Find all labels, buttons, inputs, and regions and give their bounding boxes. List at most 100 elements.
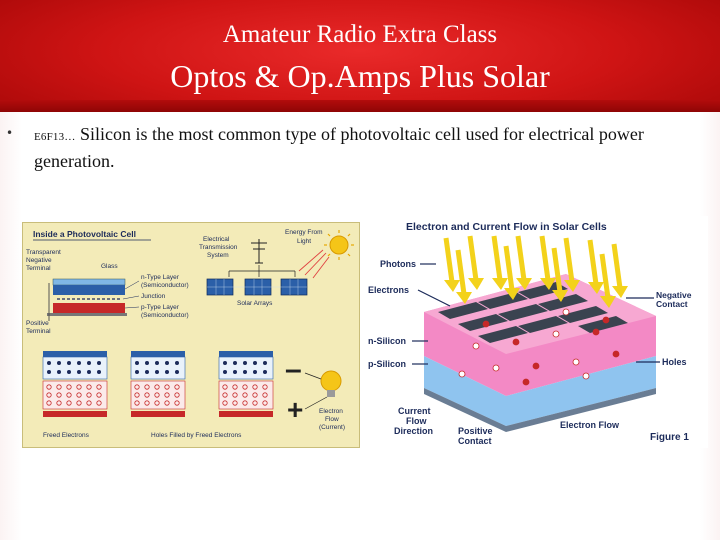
hole-dot (252, 392, 258, 398)
cell-diagram-3 (218, 351, 274, 417)
label-p-layer-1: p-Type Layer (141, 304, 180, 311)
photon-arrow-shaft (467, 235, 479, 281)
hole-dot (56, 392, 62, 398)
hole-dot (164, 392, 170, 398)
hole-dot (46, 392, 52, 398)
electron-dot (97, 370, 101, 374)
photovoltaic-cell-svg: Inside a Photovoltaic Cell Transparent N… (26, 229, 354, 439)
photon-arrows (443, 235, 628, 308)
label-negative-contact-2: Contact (656, 299, 688, 309)
electron-dot (155, 361, 159, 365)
transmission-tower-icon (251, 239, 267, 264)
label-junction: Junction (141, 293, 166, 300)
label-n-layer-1: n-Type Layer (141, 274, 180, 281)
label-energy-1: Energy From (285, 229, 323, 236)
label-current-flow-2: Flow (406, 416, 427, 426)
hole-dot (222, 400, 228, 406)
hole-dot (144, 384, 150, 390)
label-electron-flow-3: (Current) (319, 424, 345, 431)
hole-dot (76, 400, 82, 406)
electron-dot (263, 370, 267, 374)
carrier-dot (532, 362, 540, 370)
carrier-dot (512, 338, 520, 346)
label-holes-filled: Holes Filled by Freed Electrons (151, 432, 242, 439)
hole-dot (144, 392, 150, 398)
hole-dot (154, 384, 160, 390)
hole-dot (232, 400, 238, 406)
hole-dot (56, 400, 62, 406)
electron-dot (223, 370, 227, 374)
label-electron-flow: Electron Flow (560, 420, 620, 430)
electron-dot (145, 370, 149, 374)
photon-arrow-head (540, 278, 556, 290)
photovoltaic-cell-figure: Inside a Photovoltaic Cell Transparent N… (22, 222, 360, 448)
electron-dot (155, 370, 159, 374)
electron-dot (135, 361, 139, 365)
electron-dot (87, 370, 91, 374)
carrier-dot (482, 320, 490, 328)
label-n-silicon: n-Silicon (368, 336, 406, 346)
hole-dot (76, 384, 82, 390)
hole-dot (66, 400, 72, 406)
electron-dot (135, 370, 139, 374)
electron-dot (243, 370, 247, 374)
photon-arrow-head (612, 286, 628, 298)
hole-dot (262, 400, 268, 406)
photon-arrow-head (492, 278, 508, 290)
photon-arrow-shaft (455, 249, 467, 295)
slide-header: Amateur Radio Extra Class Optos & Op.Amp… (0, 0, 720, 112)
photon-arrow-shaft (515, 235, 527, 281)
hole-dot (174, 400, 180, 406)
carrier-dot (522, 378, 530, 386)
cell-diagram-1 (42, 351, 108, 417)
label-positive-1: Positive (26, 320, 49, 327)
carrier-dot (612, 350, 620, 358)
photon-arrow-head (516, 278, 532, 290)
label-negative-contact-1: Negative (656, 290, 692, 300)
photon-arrow-shaft (587, 239, 599, 285)
hole-dot (96, 384, 102, 390)
label-current-flow-1: Current (398, 406, 431, 416)
electron-dot (67, 361, 71, 365)
electron-dot (47, 370, 51, 374)
label-glass: Glass (101, 263, 118, 270)
label-positive-contact-2: Contact (458, 436, 492, 446)
label-transmission-3: System (207, 252, 229, 259)
header-bottom-band (0, 100, 720, 112)
electron-dot (87, 361, 91, 365)
hole-dot (46, 400, 52, 406)
label-solar-arrays: Solar Arrays (237, 300, 273, 307)
hole-dot (262, 384, 268, 390)
carrier-dot (492, 364, 500, 372)
hole-dot (222, 384, 228, 390)
hole-dot (242, 392, 248, 398)
label-electrons: Electrons (368, 285, 409, 295)
figure-right-title: Electron and Current Flow in Solar Cells (406, 221, 607, 233)
question-answer: Silicon is the most common type of photo… (34, 124, 644, 171)
solar-cell-flow-svg: Electron and Current Flow in Solar Cells… (366, 216, 708, 448)
photon-arrow-head (504, 288, 520, 300)
label-holes: Holes (662, 357, 687, 367)
figure-left-title: Inside a Photovoltaic Cell (33, 229, 136, 239)
bullet-marker: • (6, 126, 14, 140)
photon-arrow-shaft (491, 235, 503, 281)
photon-arrow-head (600, 296, 616, 308)
hole-dot (86, 384, 92, 390)
solar-array-panels (206, 278, 308, 296)
photon-arrow-shaft (551, 247, 563, 293)
carrier-dot (602, 316, 610, 324)
hole-dot (134, 400, 140, 406)
electron-hole-dots (46, 361, 268, 406)
electron-dot (165, 370, 169, 374)
photon-arrow-head (588, 282, 604, 294)
hole-dot (56, 384, 62, 390)
electron-dot (233, 361, 237, 365)
hole-dot (86, 400, 92, 406)
hole-dot (154, 400, 160, 406)
label-n-layer-2: (Semiconductor) (141, 282, 189, 289)
photon-arrow-shaft (563, 237, 575, 283)
label-positive-2: Terminal (26, 328, 51, 335)
hole-dot (262, 392, 268, 398)
label-electron-flow-1: Electron (319, 408, 343, 415)
photon-arrow-head (444, 280, 460, 292)
